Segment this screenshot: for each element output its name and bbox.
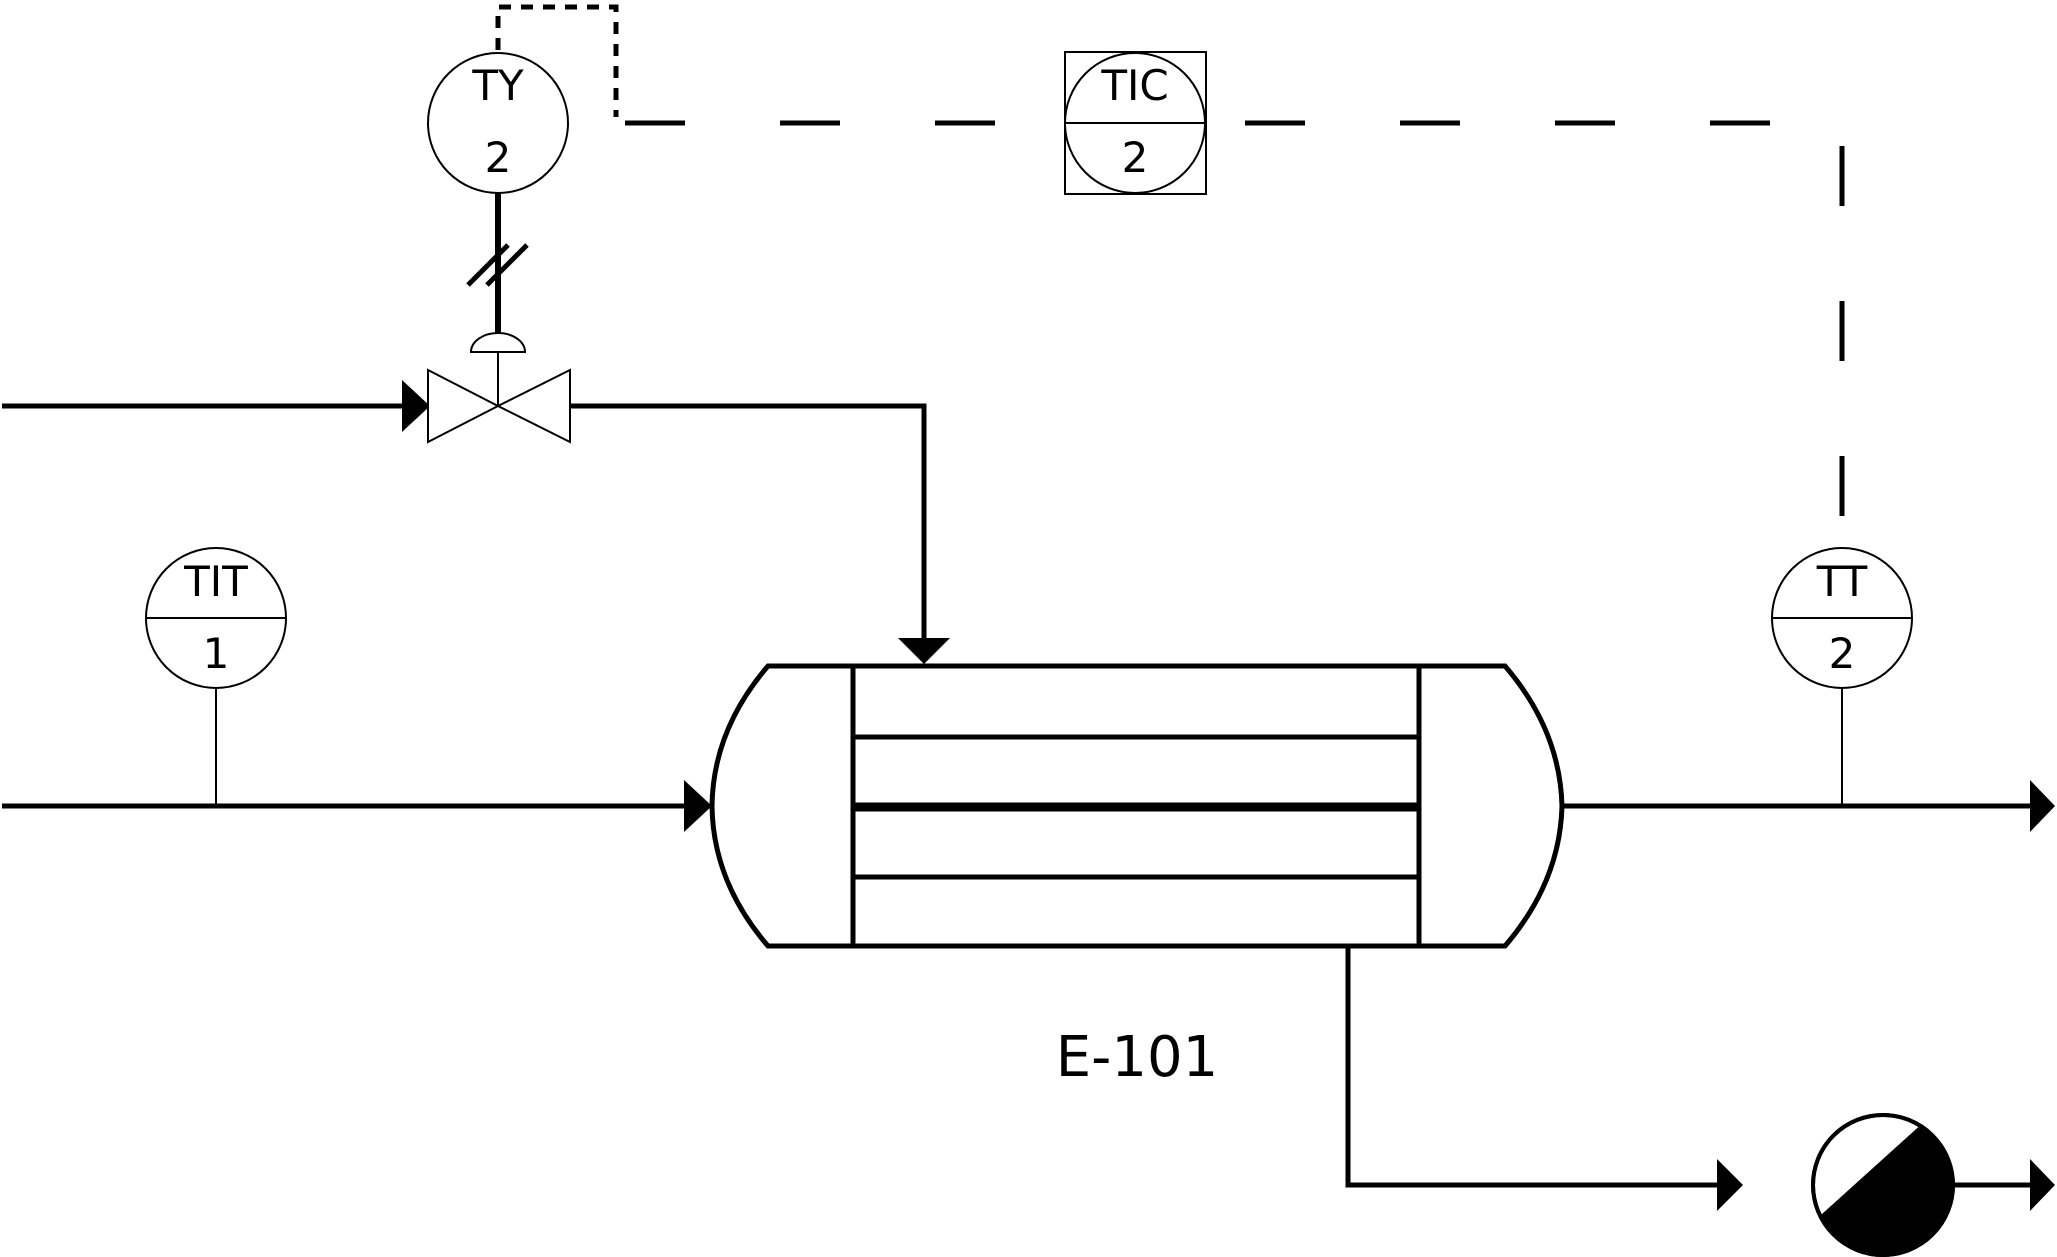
tit-function: TIT: [183, 557, 248, 606]
ty-function: TY: [471, 61, 524, 110]
signal-hash-2: [485, 243, 529, 287]
instrument-tic-2[interactable]: TIC 2: [1064, 51, 1207, 195]
instrument-ty-2[interactable]: TY 2: [427, 52, 569, 194]
valve-body-left: [427, 368, 501, 444]
signal-line-tic-tt: [625, 120, 1845, 540]
valve-body-right: [495, 368, 571, 444]
tic-function: TIC: [1100, 61, 1168, 110]
arrow-pump-outlet: [2030, 1159, 2055, 1211]
control-valve[interactable]: [427, 332, 571, 444]
instrument-tt-2[interactable]: TT 2: [1771, 547, 1913, 689]
instrument-tit-1[interactable]: TIT 1: [145, 547, 287, 689]
signal-hash-1: [466, 243, 510, 287]
ty-loop: 2: [485, 133, 512, 182]
tic-loop: 2: [1122, 133, 1149, 182]
process-line-shell-outlet: [1345, 946, 1722, 1188]
ty-bubble: [427, 52, 569, 194]
arrow-main-inlet: [684, 780, 712, 832]
arrow-pump-inlet: [1717, 1159, 1743, 1211]
arrow-shell-inlet: [898, 638, 950, 664]
arrow-main-outlet: [2030, 780, 2055, 832]
arrow-valve-inlet: [402, 380, 430, 432]
tt-function: TT: [1816, 557, 1868, 606]
tit-loop: 1: [203, 629, 230, 678]
heat-exchanger-e101[interactable]: [695, 663, 1565, 949]
pump-outline: [1811, 1113, 1955, 1257]
valve-actuator: [469, 332, 527, 353]
exchanger-tag: E-101: [1056, 1025, 1218, 1090]
process-line-valve-outlet: [570, 403, 927, 640]
tt-loop: 2: [1829, 629, 1856, 678]
